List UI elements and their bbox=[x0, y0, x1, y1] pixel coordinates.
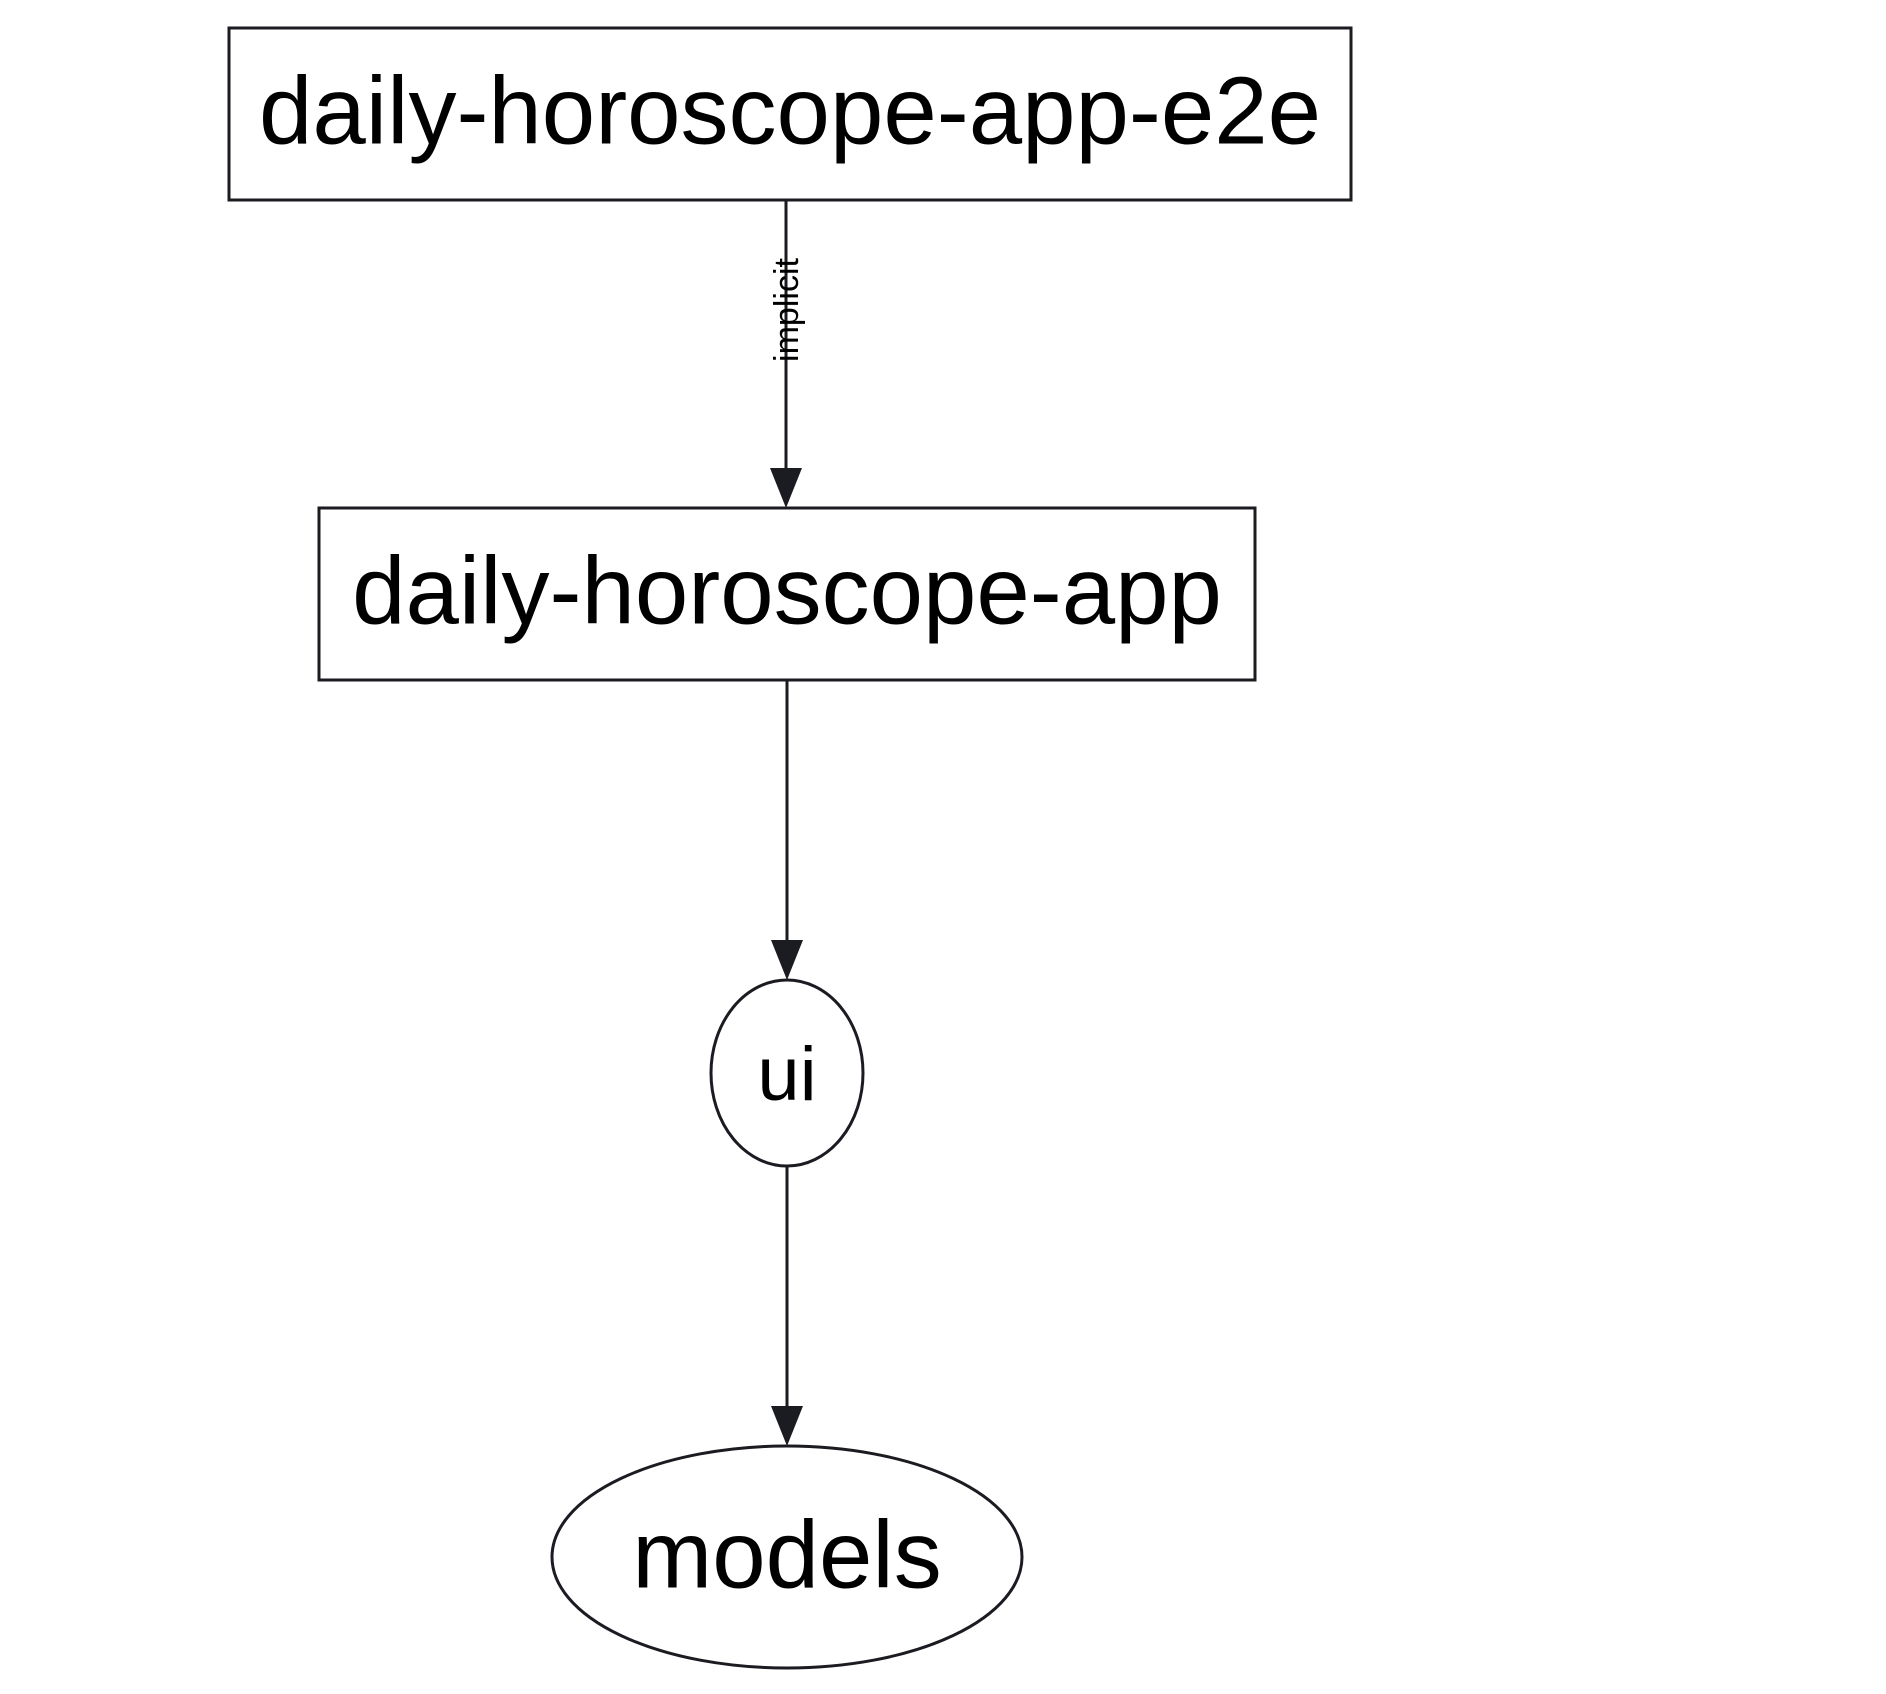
node-label-ui: ui bbox=[757, 1032, 816, 1117]
node-ui[interactable]: ui bbox=[709, 978, 865, 1168]
edge-ui-to-models[interactable] bbox=[771, 1166, 803, 1446]
edge-app-to-ui[interactable] bbox=[771, 680, 803, 980]
arrow-head-icon bbox=[771, 940, 803, 980]
node-label-daily-horoscope-app-e2e: daily-horoscope-app-e2e bbox=[259, 57, 1321, 164]
node-shape-ellipse[interactable] bbox=[550, 1444, 1024, 1670]
node-shape-rectangle[interactable] bbox=[227, 26, 1353, 202]
node-models[interactable]: models bbox=[550, 1444, 1024, 1670]
edge-e2e-to-app[interactable]: implicit bbox=[768, 200, 806, 508]
node-daily-horoscope-app-e2e[interactable]: daily-horoscope-app-e2e bbox=[227, 26, 1353, 202]
node-shape-rectangle[interactable] bbox=[317, 506, 1257, 682]
arrow-head-icon bbox=[771, 1406, 803, 1446]
arrow-head-icon bbox=[770, 468, 802, 508]
edge-label-implicit: implicit bbox=[768, 258, 806, 362]
node-daily-horoscope-app[interactable]: daily-horoscope-app bbox=[317, 506, 1257, 682]
node-label-models: models bbox=[632, 1501, 941, 1608]
node-label-daily-horoscope-app: daily-horoscope-app bbox=[352, 537, 1222, 644]
